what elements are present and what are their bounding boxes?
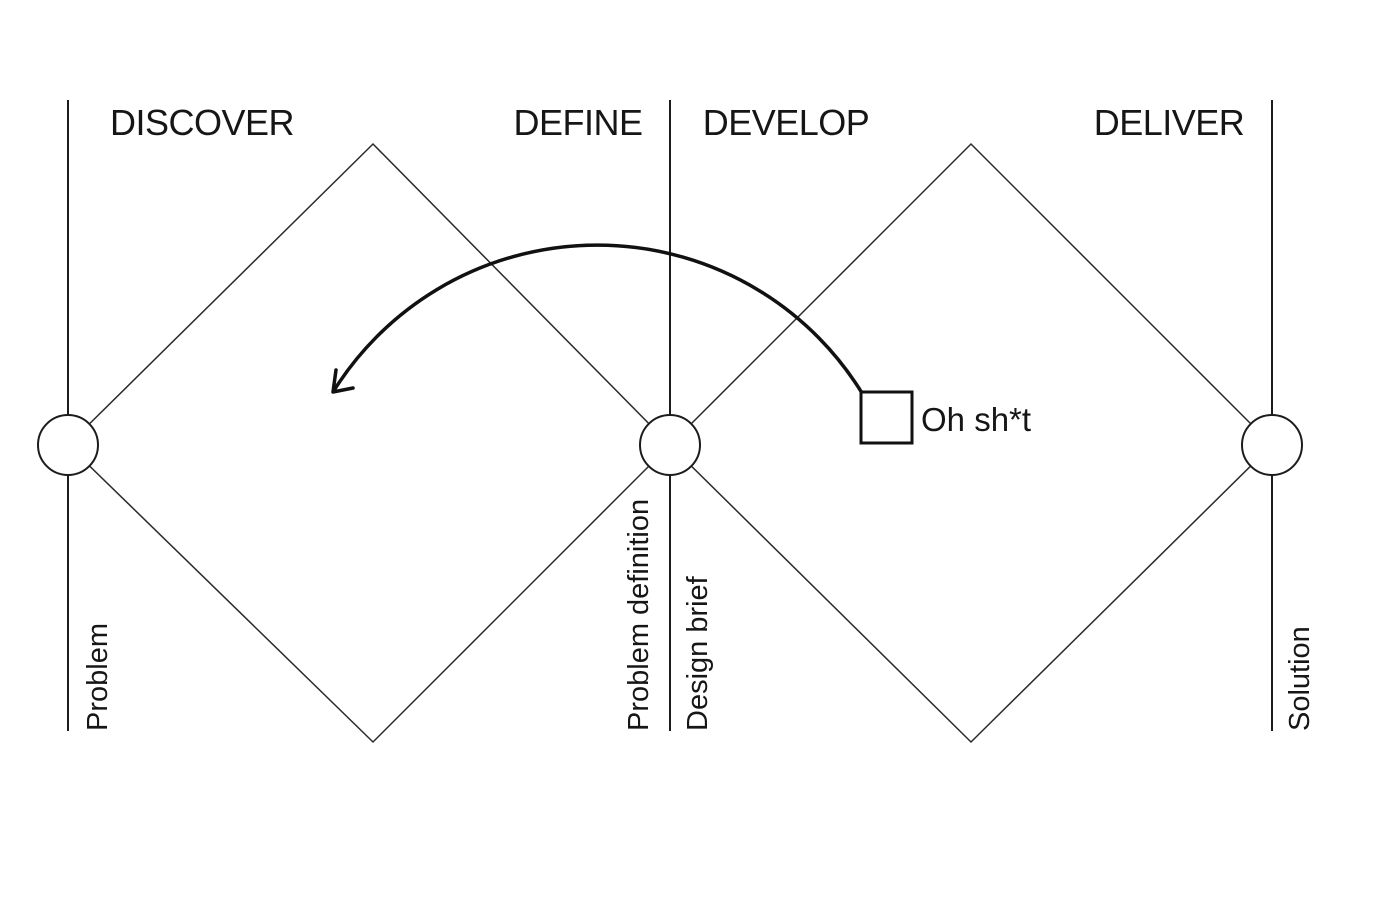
definition-node-circle [639,414,701,476]
problem-node-circle [37,414,99,476]
solution-node-circle [1241,414,1303,476]
milestone-label-design-brief: Design brief [682,575,714,731]
milestone-label-problem: Problem [82,623,114,731]
phase-label-deliver: DELIVER [1094,102,1245,143]
milestone-label-problem-definition: Problem definition [623,499,655,731]
phase-label-develop: DEVELOP [703,102,870,143]
arrowhead-icon [331,368,355,394]
loop-back-arrow-curve [331,243,864,394]
annotation-oh-sht: Oh sh*t [921,401,1031,438]
milestone-label-solution: Solution [1284,626,1316,731]
discover-define-diamond [66,142,672,744]
develop-deliver-diamond [668,142,1274,744]
phase-label-discover: DISCOVER [110,102,294,143]
phase-label-define: DEFINE [513,102,642,143]
oops-square-marker [859,390,914,445]
